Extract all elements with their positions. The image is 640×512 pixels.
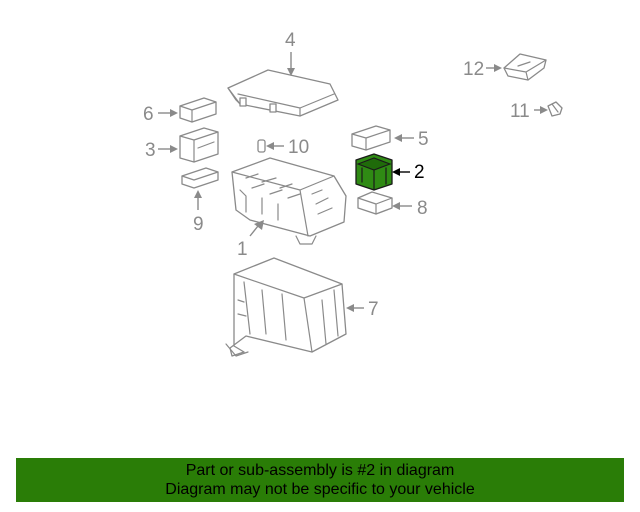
part-4-cover[interactable] bbox=[227, 69, 339, 117]
callout-8: 8 bbox=[392, 198, 428, 219]
callout-10: 10 bbox=[266, 137, 309, 158]
parts-diagram: 4 6 3 10 9 bbox=[143, 30, 563, 357]
callout-11: 11 bbox=[510, 101, 548, 122]
callout-label-7: 7 bbox=[368, 299, 379, 320]
callout-12: 12 bbox=[463, 59, 502, 80]
callout-label-9: 9 bbox=[193, 214, 204, 235]
callout-label-8: 8 bbox=[417, 198, 428, 219]
callout-label-12: 12 bbox=[463, 59, 484, 80]
part-3[interactable] bbox=[179, 127, 219, 163]
part-5[interactable] bbox=[351, 125, 391, 151]
info-banner: Part or sub-assembly is #2 in diagram Di… bbox=[16, 458, 624, 502]
callout-7: 7 bbox=[346, 299, 379, 320]
part-9[interactable] bbox=[181, 167, 219, 189]
callout-label-1: 1 bbox=[237, 239, 248, 260]
callout-3: 3 bbox=[145, 140, 178, 161]
part-8[interactable] bbox=[357, 191, 393, 215]
callout-label-4: 4 bbox=[285, 30, 296, 51]
callout-5: 5 bbox=[394, 129, 429, 150]
part-2-highlighted[interactable] bbox=[355, 153, 393, 191]
callout-label-6: 6 bbox=[143, 104, 154, 125]
callout-label-2: 2 bbox=[414, 162, 425, 183]
callout-2: 2 bbox=[392, 162, 425, 183]
part-7-tray[interactable] bbox=[225, 257, 347, 357]
part-12[interactable] bbox=[503, 53, 547, 81]
callout-label-5: 5 bbox=[418, 129, 429, 150]
callout-label-3: 3 bbox=[145, 140, 156, 161]
callout-6: 6 bbox=[143, 104, 178, 125]
part-6[interactable] bbox=[179, 97, 217, 123]
callout-9: 9 bbox=[193, 190, 204, 235]
callout-label-10: 10 bbox=[288, 137, 309, 158]
banner-line-1: Part or sub-assembly is #2 in diagram bbox=[185, 462, 455, 479]
part-11[interactable] bbox=[547, 101, 563, 117]
part-10-fuse[interactable] bbox=[257, 139, 266, 153]
callout-label-11: 11 bbox=[510, 101, 530, 122]
callout-1: 1 bbox=[237, 220, 264, 260]
part-1-fuse-box[interactable] bbox=[231, 157, 347, 245]
banner-line-2: Diagram may not be specific to your vehi… bbox=[165, 481, 475, 498]
callout-4: 4 bbox=[285, 30, 296, 76]
